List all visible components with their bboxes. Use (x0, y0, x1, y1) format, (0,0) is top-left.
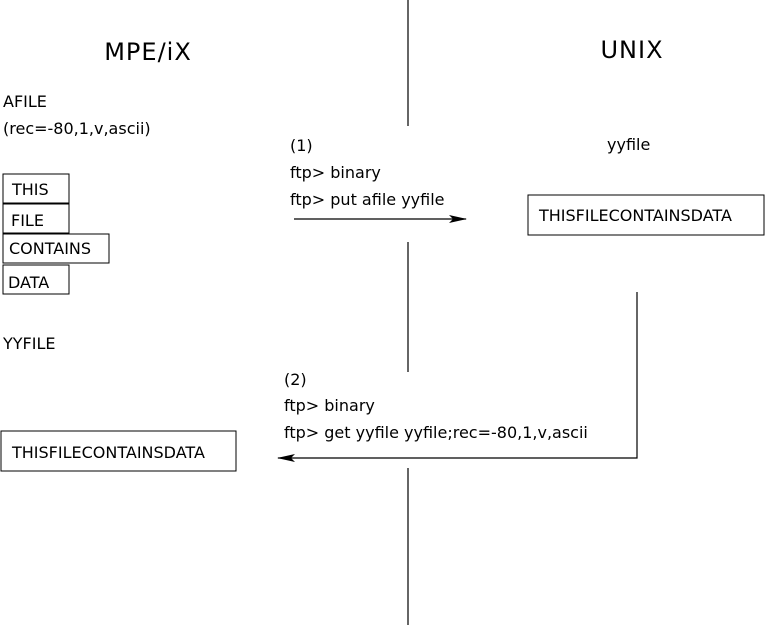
yyfile-result-content: THISFILECONTAINSDATA (11, 443, 205, 462)
unix-file-name: yyfile (607, 135, 650, 154)
step2-label: (2) (284, 370, 307, 389)
record-text-file: FILE (11, 211, 44, 230)
record-text-this: THIS (11, 180, 49, 199)
step1-command-put: ftp> put afile yyfile (290, 190, 445, 209)
step1-command-binary: ftp> binary (290, 163, 381, 182)
unix-file-content: THISFILECONTAINSDATA (538, 206, 732, 225)
get-arrow (277, 292, 638, 462)
unix-file-box (527, 194, 765, 236)
afile-name: AFILE (3, 92, 47, 111)
yyfile-result-name: YYFILE (2, 334, 56, 353)
record-box-this (2, 173, 70, 204)
record-text-contains: CONTAINS (9, 239, 91, 258)
step2-command-binary: ftp> binary (284, 396, 375, 415)
yyfile-result-box (0, 430, 237, 472)
mpe-ix-title: MPE/iX (104, 38, 192, 66)
step1-label: (1) (290, 136, 313, 155)
afile-record-boxes: THIS FILE CONTAINS DATA (2, 173, 110, 295)
record-text-data: DATA (8, 273, 49, 292)
record-box-data (2, 264, 70, 295)
unix-title: UNIX (600, 36, 663, 64)
afile-spec: (rec=-80,1,v,ascii) (3, 119, 151, 138)
record-box-contains (2, 233, 110, 264)
step2-command-get: ftp> get yyfile yyfile;rec=-80,1,v,ascii (284, 423, 588, 442)
record-box-file (2, 203, 70, 234)
